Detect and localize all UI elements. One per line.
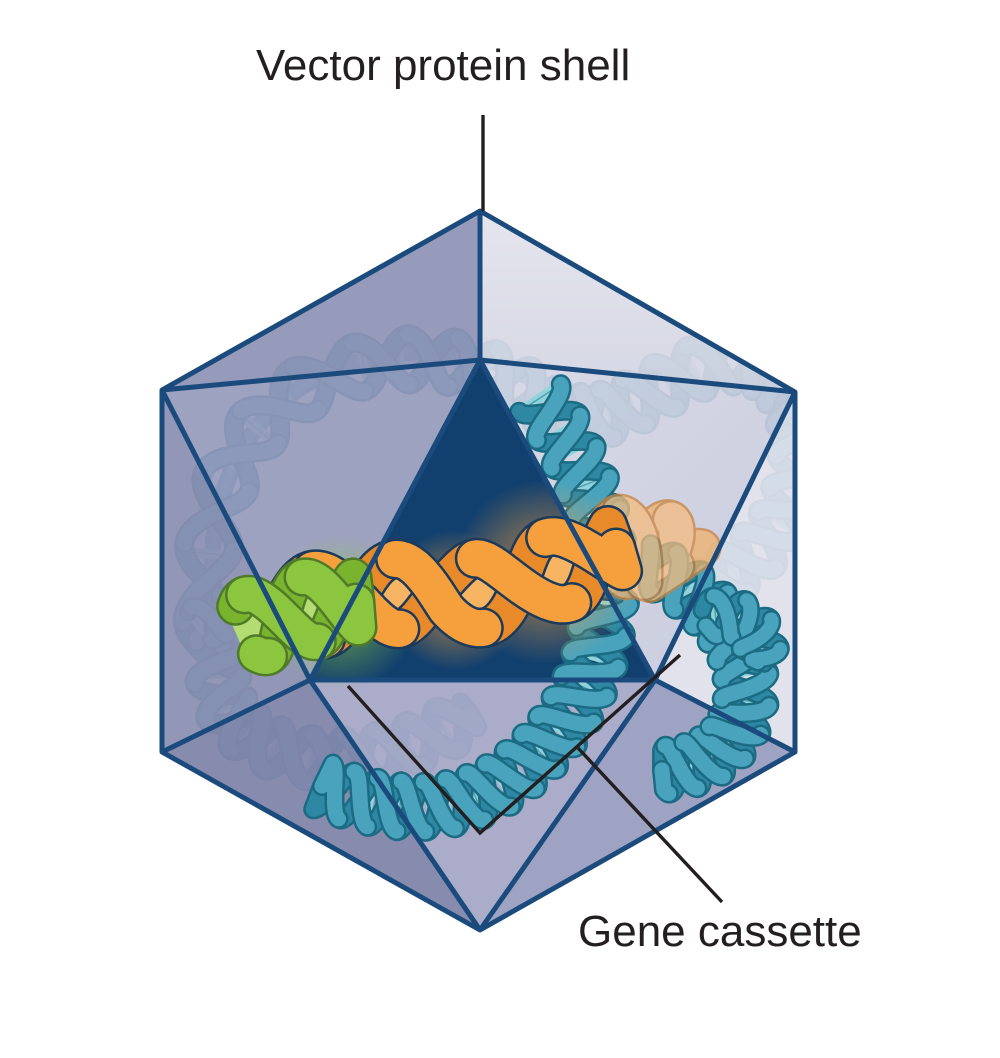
edge-ir-to-bottom xyxy=(477,678,658,932)
leader-gene-cassette xyxy=(576,746,724,904)
edge-lr-to-ir xyxy=(653,677,797,755)
leader-lines xyxy=(346,115,724,904)
edge-il-to-bottom xyxy=(307,678,483,932)
cassette-promoter-segment xyxy=(216,557,378,677)
dna-helix xyxy=(692,586,790,673)
bracket-gene-cassette xyxy=(346,653,682,836)
edge-ul-to-il xyxy=(159,388,313,682)
edge-ur-to-center xyxy=(479,357,796,395)
edge-center-to-il xyxy=(307,358,483,682)
gene-cassette-graphic xyxy=(216,480,722,690)
edge-center-to-ir xyxy=(477,358,658,682)
facet-left-upper xyxy=(162,360,480,680)
edge-ur-to-ir xyxy=(652,390,798,682)
edge-ul-to-center xyxy=(161,357,481,393)
edge-ll-to-il xyxy=(160,677,312,755)
label-vector-protein-shell: Vector protein shell xyxy=(256,41,631,90)
capsid-edges xyxy=(159,208,798,933)
label-gene-cassette: Gene cassette xyxy=(578,907,862,956)
